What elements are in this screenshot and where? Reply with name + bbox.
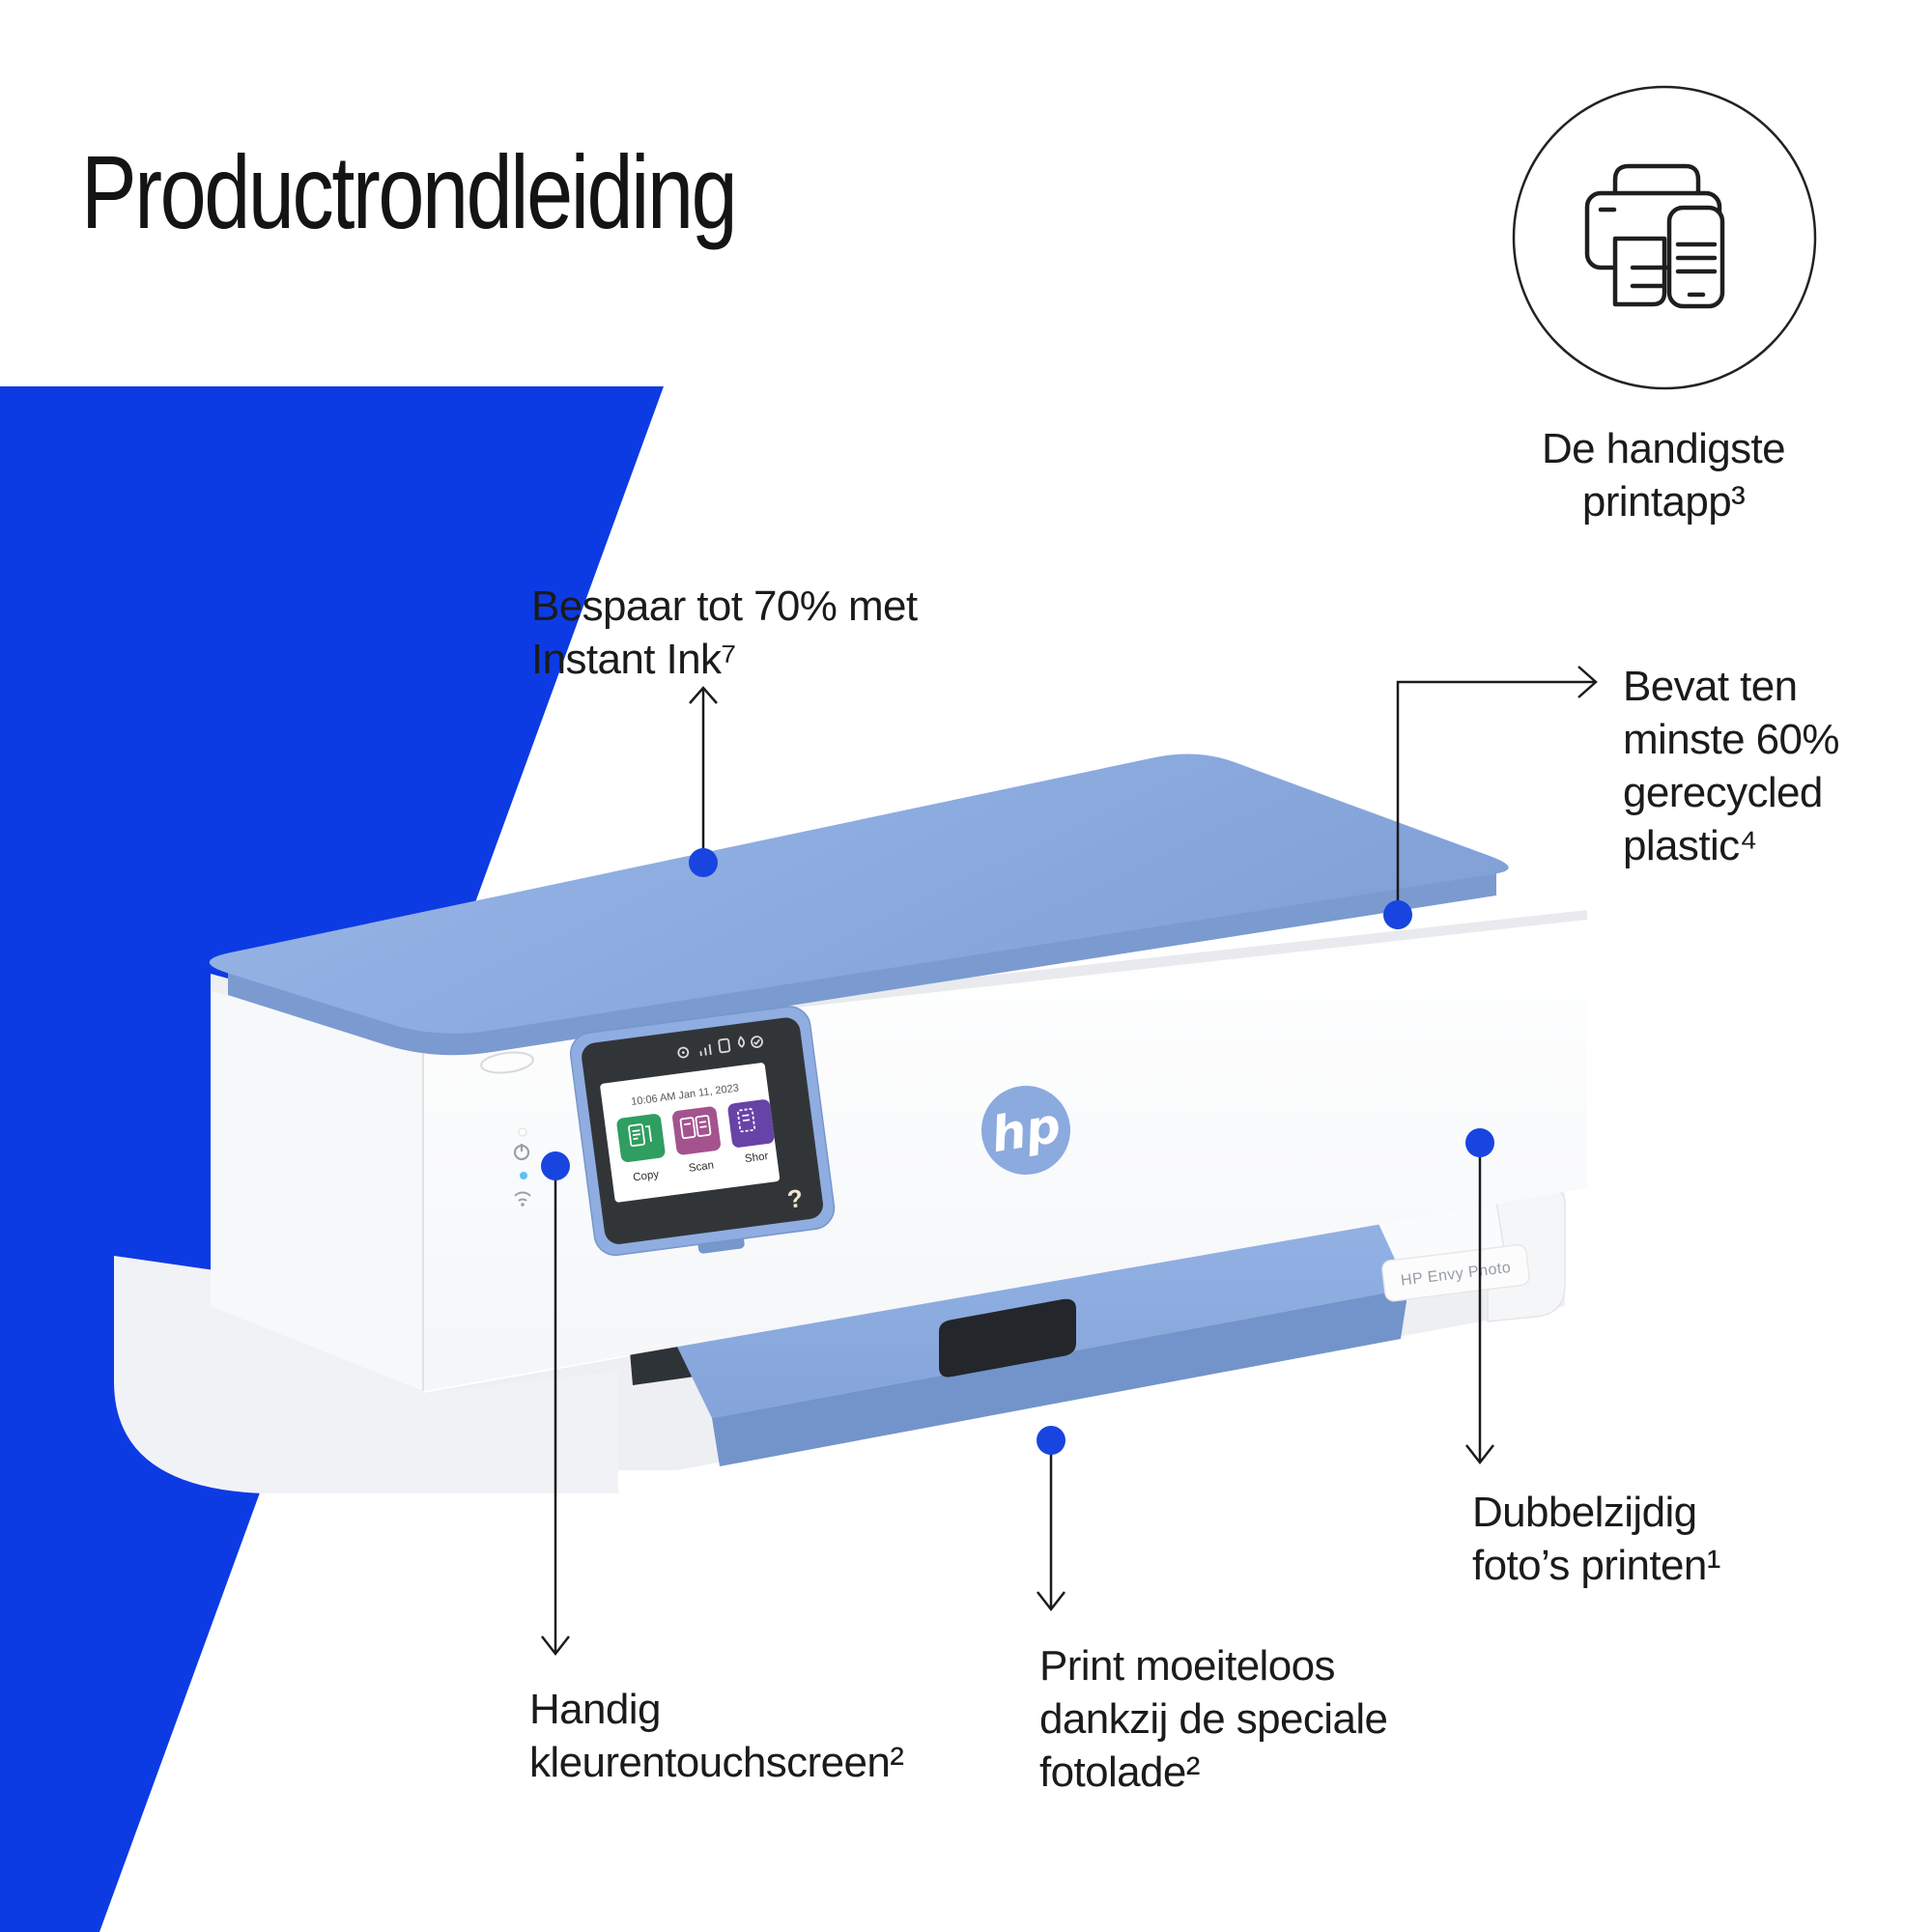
ink-drop-icon (737, 1036, 746, 1048)
connector-recycled (1396, 680, 1594, 915)
hp-logo-text: hp (987, 1097, 1065, 1163)
scan-doc-icon2 (695, 1115, 712, 1137)
help-button[interactable]: ? (785, 1183, 805, 1214)
callout-instant-ink: Bespaar tot 70% met Instant Ink⁷ (531, 582, 918, 683)
tile-copy-label: Copy (633, 1169, 660, 1183)
model-plate: HP Envy Photo (1381, 1243, 1530, 1302)
callout-duplex-photo: Dubbelzijdig foto’s printen¹ (1472, 1489, 1720, 1589)
arrow-down-icon (541, 1635, 570, 1657)
control-panel: 10:06 AM Jan 11, 2023 Copy Scan Shor ? (569, 1006, 836, 1257)
arrow-up-icon (689, 686, 718, 704)
hp-logo: hp (981, 1086, 1070, 1175)
feature-dot-touchscreen (541, 1151, 570, 1180)
printer-left-face (211, 983, 423, 1391)
model-plate-outline (1381, 1243, 1530, 1302)
arrow-down-icon (1465, 1444, 1494, 1465)
printer-paper-lines (1630, 265, 1664, 289)
feature-dot-instant-ink (689, 848, 718, 877)
tile-scan-label: Scan (688, 1159, 715, 1174)
tile-shortcuts[interactable] (727, 1098, 776, 1148)
callout-touchscreen: Handig kleurentouchscreen² (529, 1686, 904, 1786)
wifi-led (520, 1172, 527, 1179)
tile-scan[interactable] (671, 1106, 722, 1156)
copy-doc-icon (628, 1123, 646, 1148)
printer-handle-icon (1612, 163, 1701, 202)
eco-icon-check (753, 1038, 760, 1045)
tile-copy[interactable] (616, 1113, 667, 1163)
feature-dots (541, 848, 1494, 1455)
arrow-right-icon (1577, 666, 1598, 698)
printer-paper-icon (1612, 236, 1667, 307)
printer-illustration: 10:06 AM Jan 11, 2023 Copy Scan Shor ? (114, 753, 1587, 1493)
scan-doc-lines (683, 1121, 707, 1128)
feature-dot-duplex (1465, 1128, 1494, 1157)
callout-recycled-plastic: Bevat ten minste 60% gerecycled plastic⁴ (1623, 663, 1839, 869)
copy-doc-lines (632, 1129, 641, 1140)
scan-doc-icon (679, 1117, 696, 1140)
callout-printapp: De handigste printapp³ (1541, 425, 1786, 526)
phone-lines (1675, 242, 1718, 274)
front-indicators (513, 1127, 531, 1207)
printer-lid (209, 753, 1509, 1034)
shortcuts-icon-lines (742, 1114, 751, 1122)
tile-shortcuts-label: Shor (744, 1151, 769, 1165)
pages-icon (718, 1037, 731, 1054)
power-button (480, 1051, 534, 1074)
callout-connectors (541, 666, 1598, 1657)
hp-logo-circle (981, 1086, 1070, 1175)
screen-status-icons (677, 1036, 763, 1059)
signal-icon (699, 1043, 712, 1057)
tray-handle-icon (939, 1298, 1076, 1378)
photo-tray-edge (712, 1289, 1408, 1466)
page-title: Productrondleiding (81, 133, 738, 251)
shortcuts-icon (736, 1108, 756, 1133)
arrow-down-icon (1037, 1591, 1065, 1612)
power-led (518, 1127, 527, 1137)
tile-glyphs (628, 1108, 756, 1148)
settings-icon-dot (681, 1051, 685, 1054)
settings-icon (677, 1046, 690, 1059)
feature-dot-photo-tray (1037, 1426, 1065, 1455)
wifi-icon (514, 1191, 531, 1202)
copy-doc-back (644, 1124, 652, 1142)
wifi-icon-dot (521, 1203, 525, 1207)
feature-dot-recycled (1383, 900, 1412, 929)
callout-photo-tray: Print moeiteloos dankzij de speciale fot… (1039, 1642, 1388, 1796)
printer-phone-icon (1512, 85, 1817, 390)
eco-icon (751, 1036, 763, 1048)
